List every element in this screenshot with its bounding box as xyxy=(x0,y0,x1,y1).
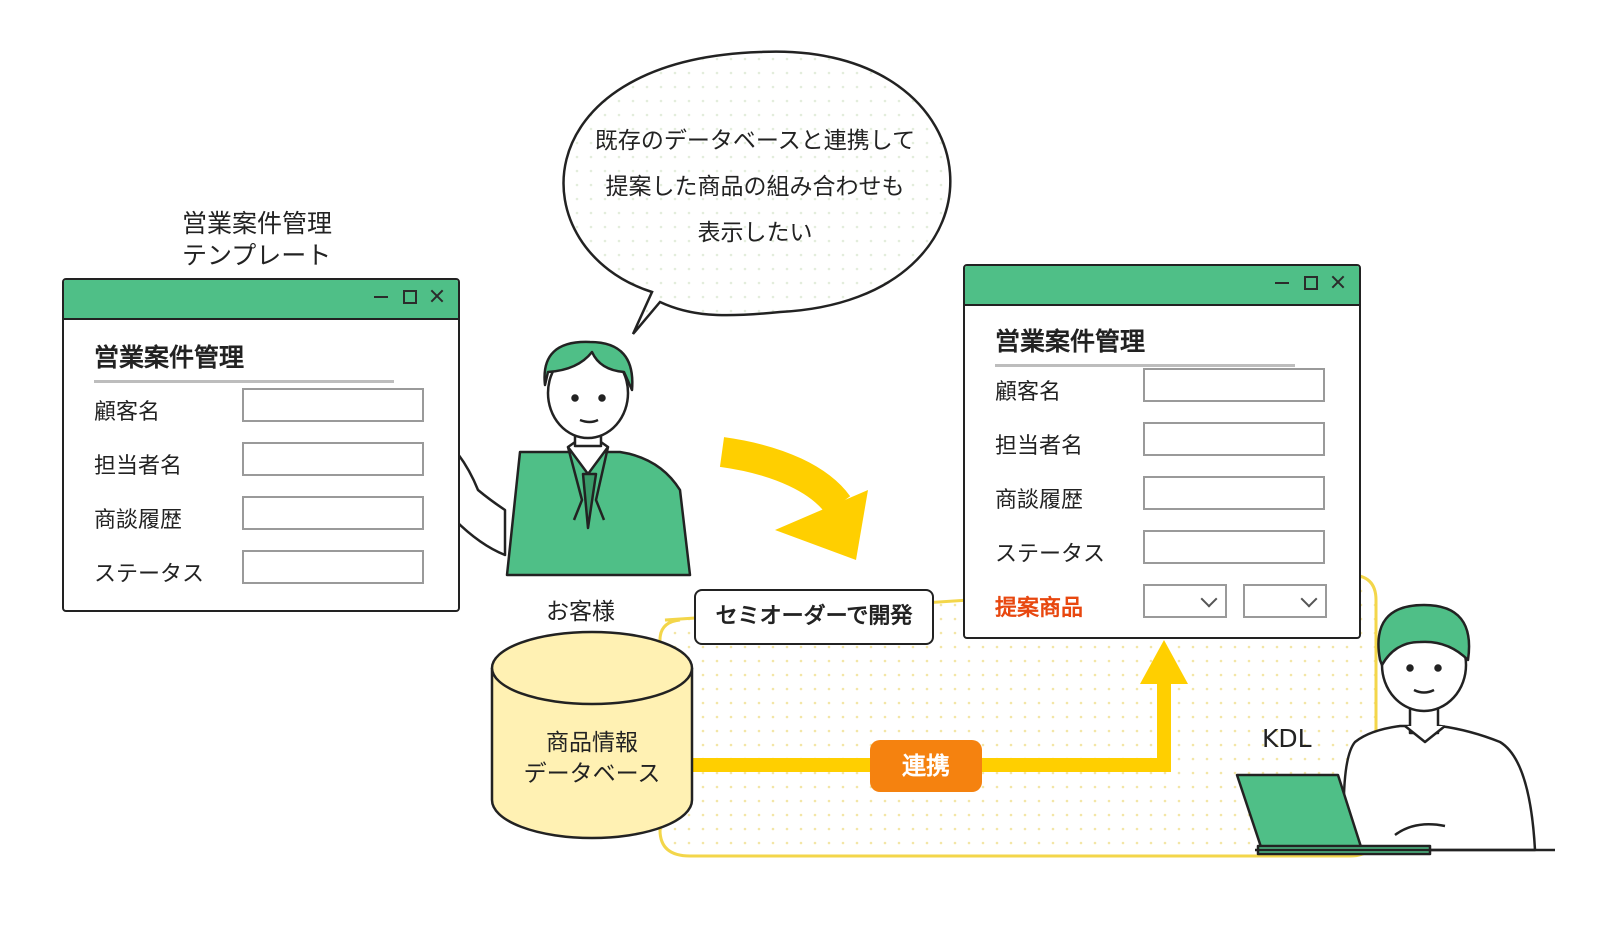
product-select-1[interactable] xyxy=(1143,584,1227,618)
database-label: 商品情報 データベース xyxy=(512,728,672,790)
chevron-down-icon xyxy=(1200,590,1218,608)
product-database xyxy=(490,630,694,840)
proposed-product-label: 提案商品 xyxy=(995,596,1084,621)
window-titlebar xyxy=(965,266,1359,306)
speech-bubble xyxy=(562,50,952,335)
customer-illustration xyxy=(441,340,692,577)
template-title-line2: テンプレート xyxy=(182,241,332,270)
customer-name-input[interactable] xyxy=(1143,368,1325,402)
negotiation-history-input[interactable] xyxy=(1143,476,1325,510)
template-title-line1: 営業案件管理 xyxy=(182,209,333,238)
field-label: 顧客名 xyxy=(995,380,1062,405)
link-badge: 連携 xyxy=(870,740,982,792)
custom-window: 営業案件管理 顧客名 担当者名 商談履歴 ステータス 提案商品 xyxy=(963,264,1361,639)
field-label: 担当者名 xyxy=(995,434,1084,459)
window-maximize-icon[interactable] xyxy=(1301,273,1319,291)
window-minimize-icon[interactable] xyxy=(372,287,390,305)
window-heading: 営業案件管理 xyxy=(995,322,1295,367)
semi-order-tag: セミオーダーで開発 xyxy=(694,589,934,645)
template-window: 営業案件管理 顧客名 担当者名 商談履歴 ステータス xyxy=(62,278,460,612)
database-label-line: データベース xyxy=(523,761,661,787)
field-label: 顧客名 xyxy=(94,400,161,425)
field-label: 担当者名 xyxy=(94,454,183,479)
status-input[interactable] xyxy=(1143,530,1325,564)
assignee-input[interactable] xyxy=(1143,422,1325,456)
customer-name-input[interactable] xyxy=(242,388,424,422)
product-select-2[interactable] xyxy=(1243,584,1327,618)
field-label: ステータス xyxy=(995,542,1106,567)
window-maximize-icon[interactable] xyxy=(400,287,418,305)
field-label: ステータス xyxy=(94,562,205,587)
bubble-text: 既存のデータベースと連携して 提案した商品の組み合わせも 表示したい xyxy=(545,118,965,256)
window-close-icon[interactable] xyxy=(1329,273,1347,291)
bubble-line: 提案した商品の組み合わせも xyxy=(605,174,905,200)
integration-area xyxy=(658,573,1378,858)
transform-arrow xyxy=(719,437,868,560)
assignee-input[interactable] xyxy=(242,442,424,476)
kdl-illustration xyxy=(1235,603,1555,856)
negotiation-history-input[interactable] xyxy=(242,496,424,530)
status-input[interactable] xyxy=(242,550,424,584)
chevron-down-icon xyxy=(1300,590,1318,608)
window-minimize-icon[interactable] xyxy=(1273,273,1291,291)
window-titlebar xyxy=(64,280,458,320)
window-heading: 営業案件管理 xyxy=(94,338,394,383)
kdl-label: KDL xyxy=(1262,724,1312,753)
field-label: 商談履歴 xyxy=(995,488,1084,513)
customer-label: お客様 xyxy=(546,599,615,625)
bubble-line: 表示したい xyxy=(697,220,813,246)
window-close-icon[interactable] xyxy=(428,287,446,305)
bubble-line: 既存のデータベースと連携して xyxy=(594,128,916,154)
database-label-line: 商品情報 xyxy=(546,730,638,756)
field-label: 商談履歴 xyxy=(94,508,183,533)
